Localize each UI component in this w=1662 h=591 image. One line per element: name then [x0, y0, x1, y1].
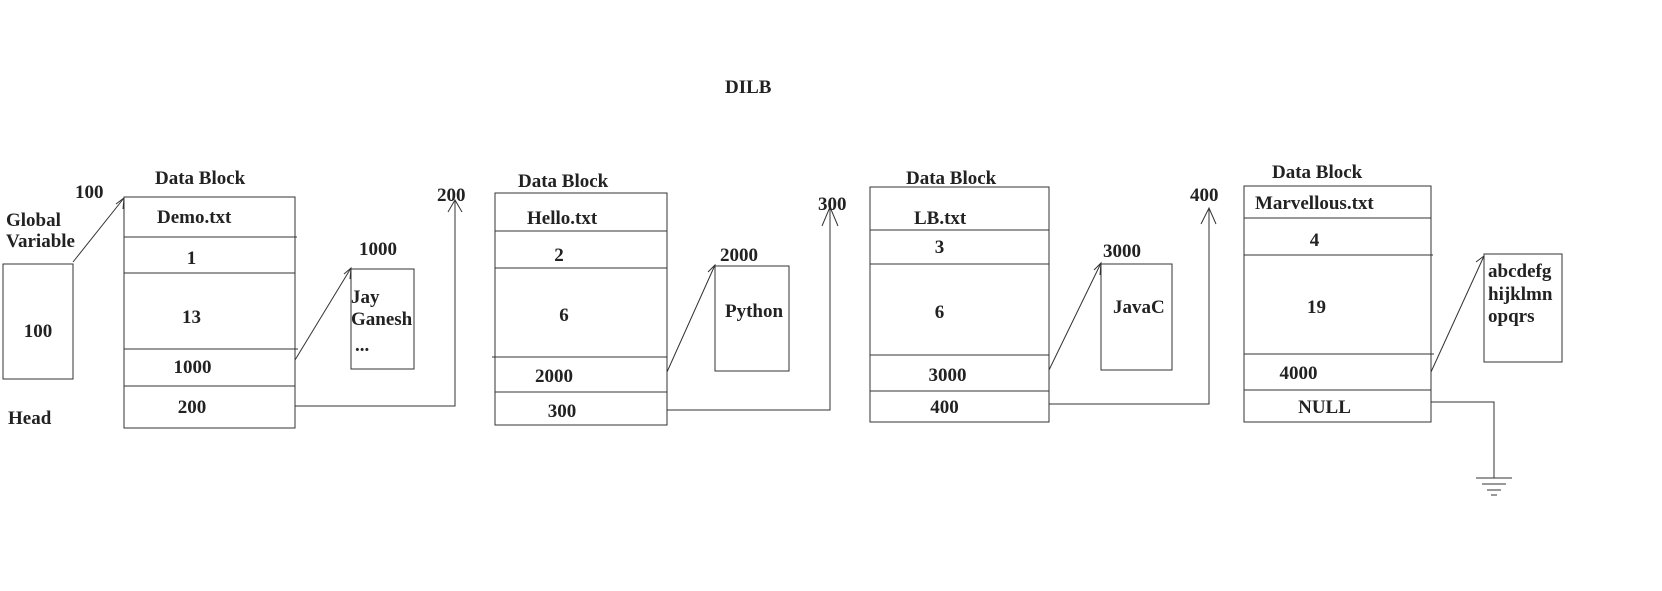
node-header-4: Data Block — [1272, 162, 1363, 183]
node-name-3: LB.txt — [914, 208, 967, 229]
next-pointer-arrow-3 — [1049, 208, 1210, 405]
data-block-box-4 — [1483, 253, 1563, 363]
node-header-3: Data Block — [906, 168, 997, 189]
node-size-1: 13 — [182, 307, 201, 328]
node-next-3: 400 — [930, 397, 959, 418]
node-next-2: 300 — [547, 401, 577, 422]
node-name-1: Demo.txt — [157, 207, 232, 228]
node-data-ptr-1: 1000 — [173, 357, 212, 378]
global-label-line2: Variable — [6, 231, 75, 252]
node-data-ptr-3: 3000 — [928, 365, 967, 386]
node-size-4: 19 — [1307, 297, 1326, 318]
node-address-3: 300 — [818, 194, 847, 215]
data-block-box-3 — [1100, 263, 1173, 371]
node-next-4: NULL — [1298, 397, 1351, 418]
data-pointer-arrow-4 — [1430, 255, 1485, 373]
global-variable-box — [2, 263, 74, 380]
node-box-3 — [869, 186, 1050, 423]
node-inode-3: 3 — [934, 237, 945, 258]
node-inode-2: 2 — [554, 245, 564, 266]
global-value: 100 — [23, 321, 53, 342]
null-pointer-line — [1431, 401, 1495, 478]
node-box-2 — [492, 192, 668, 426]
data-block-line-4-3: opqrs — [1488, 306, 1535, 327]
next-pointer-arrow-2 — [667, 207, 831, 411]
node-address-4: 400 — [1190, 185, 1219, 206]
data-block-line-1-1: Jay — [351, 287, 380, 308]
next-pointer-arrow-1 — [295, 200, 456, 407]
node-header-2: Data Block — [518, 171, 609, 192]
data-block-line-3-1: JavaC — [1113, 297, 1165, 318]
node-name-4: Marvellous.txt — [1255, 193, 1374, 214]
data-pointer-arrow-1 — [294, 267, 352, 361]
data-block-box-1 — [350, 268, 415, 370]
data-block-line-4-1: abcdefg — [1488, 261, 1552, 282]
data-block-address-1: 1000 — [359, 239, 397, 260]
node-next-1: 200 — [177, 397, 207, 418]
node-size-2: 6 — [559, 305, 569, 326]
data-block-line-2-1: Python — [725, 301, 784, 322]
data-block-line-4-2: hijklmn — [1488, 284, 1553, 305]
node-header-1: Data Block — [155, 168, 246, 189]
data-pointer-arrow-2 — [666, 264, 716, 373]
data-block-address-2: 2000 — [720, 245, 758, 266]
node-data-ptr-2: 2000 — [535, 366, 573, 387]
global-label-line1: Global — [6, 210, 61, 231]
data-block-line-1-3: ... — [355, 335, 370, 356]
node-size-3: 6 — [934, 302, 945, 323]
node-inode-4: 4 — [1309, 230, 1320, 251]
node-name-2: Hello.txt — [527, 208, 598, 229]
node-box-1 — [123, 196, 298, 429]
data-block-address-3: 3000 — [1103, 241, 1141, 262]
node-box-4 — [1243, 185, 1434, 423]
data-block-line-1-2: Ganesh — [351, 309, 413, 330]
data-pointer-arrow-3 — [1048, 262, 1102, 371]
diagram-title: DILB — [725, 77, 772, 98]
node-inode-1: 1 — [186, 248, 197, 269]
ground-symbol-icon — [1476, 477, 1512, 496]
node-data-ptr-4: 4000 — [1279, 363, 1318, 384]
node-address-2: 200 — [437, 185, 466, 206]
head-pointer-arrow — [72, 197, 125, 263]
data-block-box-2 — [714, 265, 790, 372]
head-label: Head — [8, 408, 52, 429]
node-address-1: 100 — [75, 182, 104, 203]
